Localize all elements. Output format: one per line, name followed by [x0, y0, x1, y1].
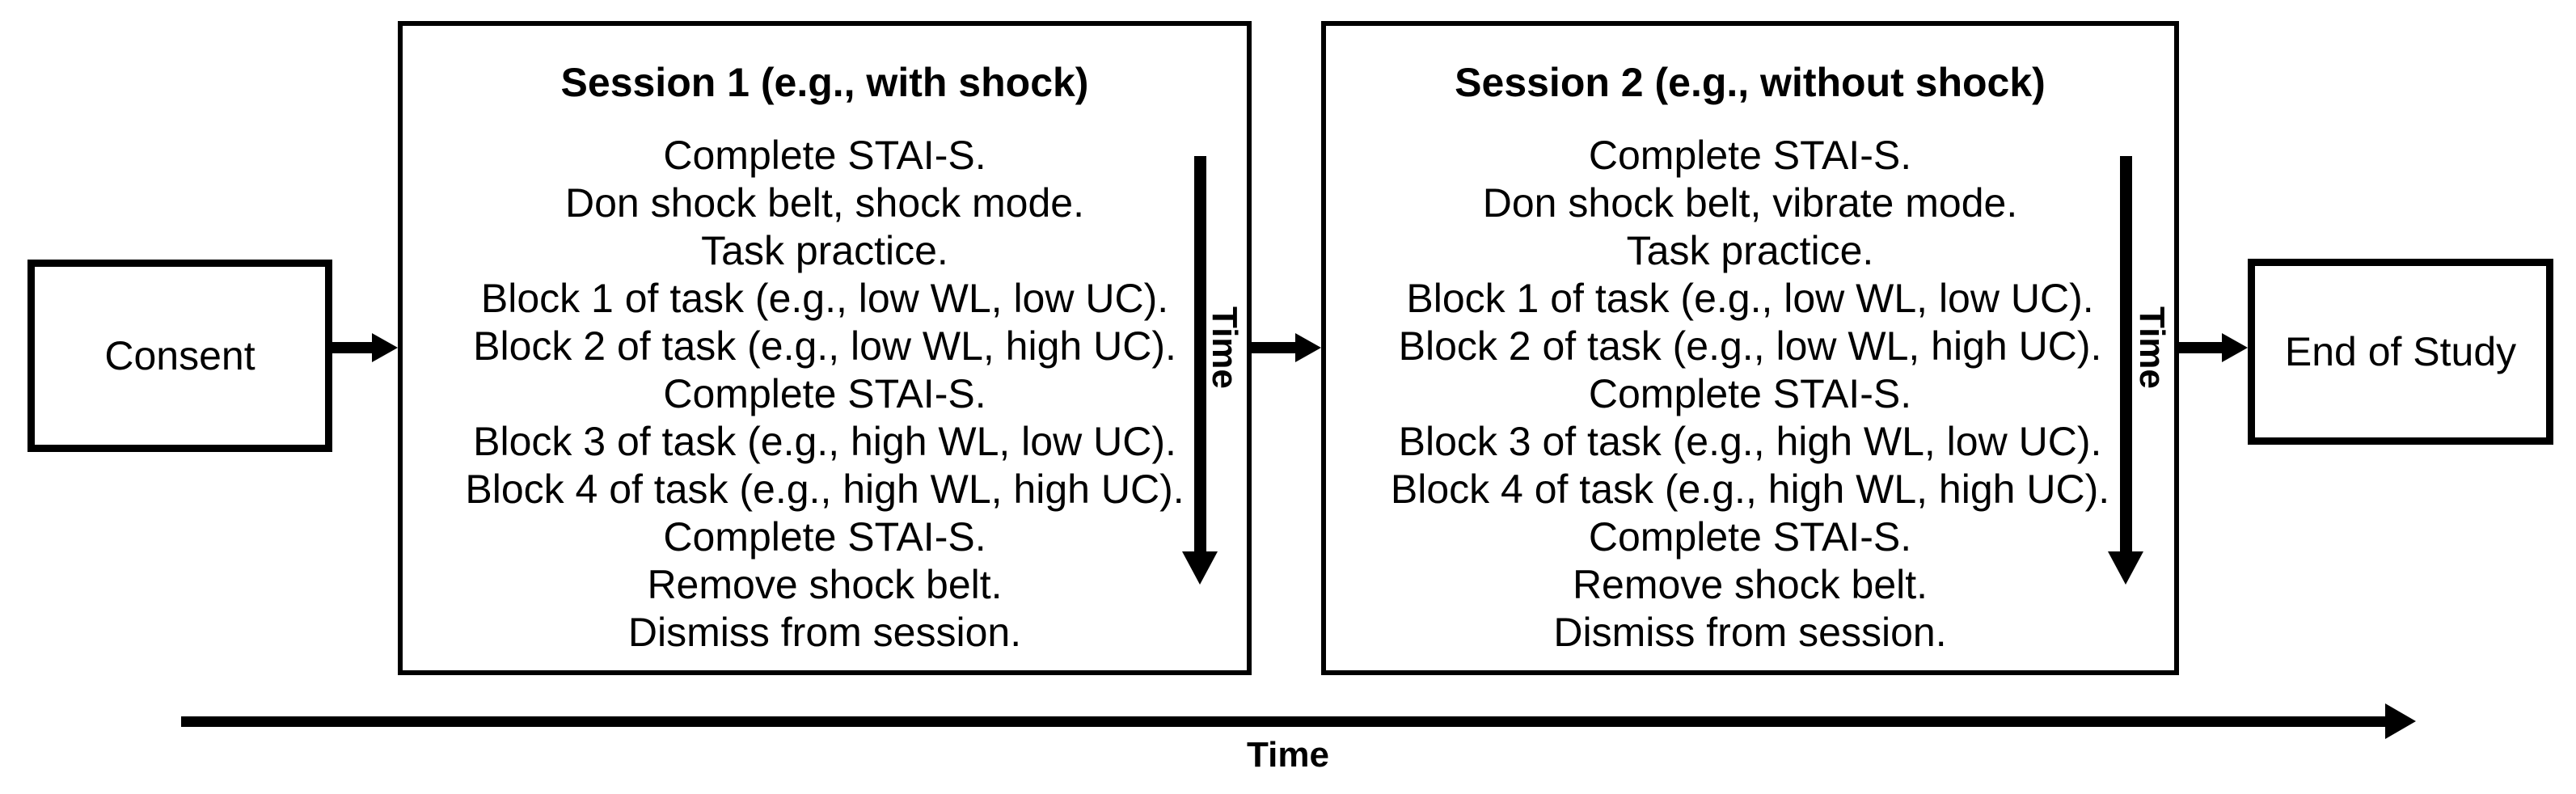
session2-time-label: Time	[2132, 306, 2172, 389]
session1-box: Session 1 (e.g., with shock) Complete ST…	[398, 21, 1252, 675]
session-step: Block 2 of task (e.g., low WL, high UC).	[473, 323, 1176, 369]
arrow-shaft	[181, 716, 2385, 727]
session2-steps: Complete STAI-S. Don shock belt, vibrate…	[1326, 132, 2174, 657]
arrow-head	[1182, 551, 1218, 585]
timeline-label: Time	[1247, 735, 1329, 775]
arrow-shaft	[2179, 342, 2222, 353]
session-step: Complete STAI-S.	[663, 371, 986, 416]
session-step: Block 1 of task (e.g., low WL, low UC).	[1406, 276, 2094, 321]
session2-box: Session 2 (e.g., without shock) Complete…	[1321, 21, 2179, 675]
end-of-study-box: End of Study	[2248, 259, 2553, 445]
arrow-shaft	[1252, 342, 1295, 353]
arrow-head	[2222, 333, 2248, 362]
arrow-head	[2108, 551, 2143, 585]
session-step: Block 1 of task (e.g., low WL, low UC).	[480, 276, 1169, 321]
arrow-head	[372, 333, 398, 362]
session-step: Block 2 of task (e.g., low WL, high UC).	[1398, 323, 2102, 369]
session1-time-label: Time	[1205, 306, 1244, 389]
session-step: Remove shock belt.	[1572, 562, 1928, 607]
session1-steps: Complete STAI-S. Don shock belt, shock m…	[403, 132, 1247, 657]
arrow-shaft	[1193, 156, 1206, 551]
session-step: Task practice.	[701, 228, 948, 273]
session-step: Dismiss from session.	[1553, 610, 1947, 655]
consent-box: Consent	[27, 260, 332, 452]
session-step: Block 4 of task (e.g., high WL, high UC)…	[465, 467, 1185, 512]
session2-title: Session 2 (e.g., without shock)	[1455, 60, 2046, 105]
arrow-shaft	[2119, 156, 2132, 551]
consent-to-session1-arrow-icon	[332, 333, 398, 362]
session1-title: Session 1 (e.g., with shock)	[560, 60, 1089, 105]
session-step: Don shock belt, vibrate mode.	[1482, 180, 2018, 226]
end-of-study-label: End of Study	[2284, 329, 2517, 374]
session1-time-down-arrow-icon	[1182, 156, 1218, 585]
arrow-head	[2385, 703, 2416, 739]
session-step: Complete STAI-S.	[1588, 371, 1912, 416]
session-step: Remove shock belt.	[647, 562, 1003, 607]
arrow-head	[1295, 333, 1321, 362]
session2-to-end-arrow-icon	[2179, 333, 2248, 362]
session-step: Complete STAI-S.	[1588, 133, 1912, 178]
session-step: Complete STAI-S.	[1588, 514, 1912, 560]
session-step: Task practice.	[1626, 228, 1874, 273]
session-step: Complete STAI-S.	[663, 133, 986, 178]
session-step: Block 3 of task (e.g., high WL, low UC).	[473, 419, 1176, 464]
session-step: Don shock belt, shock mode.	[565, 180, 1084, 226]
session-step: Block 3 of task (e.g., high WL, low UC).	[1398, 419, 2102, 464]
consent-label: Consent	[104, 333, 255, 378]
arrow-shaft	[332, 342, 372, 353]
session1-to-session2-arrow-icon	[1252, 333, 1321, 362]
session-step: Complete STAI-S.	[663, 514, 986, 560]
session-step: Dismiss from session.	[627, 610, 1022, 655]
session-step: Block 4 of task (e.g., high WL, high UC)…	[1390, 467, 2110, 512]
timeline-right-arrow-icon	[181, 703, 2416, 739]
session2-time-down-arrow-icon	[2108, 156, 2143, 585]
